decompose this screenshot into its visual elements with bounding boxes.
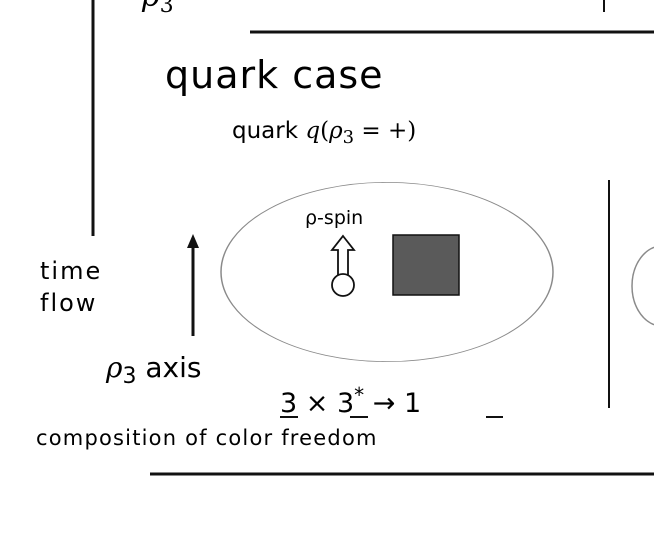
spin-circle-icon: [331, 273, 355, 297]
right-partial-circle: [631, 246, 654, 326]
rho-spin-label: ρ-spin: [305, 207, 363, 229]
top-rho-fragment: ρ3: [141, 0, 174, 18]
axis-label: ρ3 axis: [105, 351, 201, 389]
composition-caption: composition of color freedom: [36, 426, 378, 450]
composition-formula: 3 × 3* → 1: [280, 383, 421, 419]
heading: quark case: [165, 53, 384, 97]
time-flow-arrow-icon: [187, 234, 199, 248]
subheading: quark q(ρ3 = +): [232, 118, 416, 148]
time-flow-line1: time: [40, 257, 102, 285]
time-flow-line2: flow: [40, 289, 97, 317]
hadron-circle: [220, 181, 554, 363]
spin-arrow-icon: [330, 234, 356, 278]
quark-box: [392, 234, 460, 296]
